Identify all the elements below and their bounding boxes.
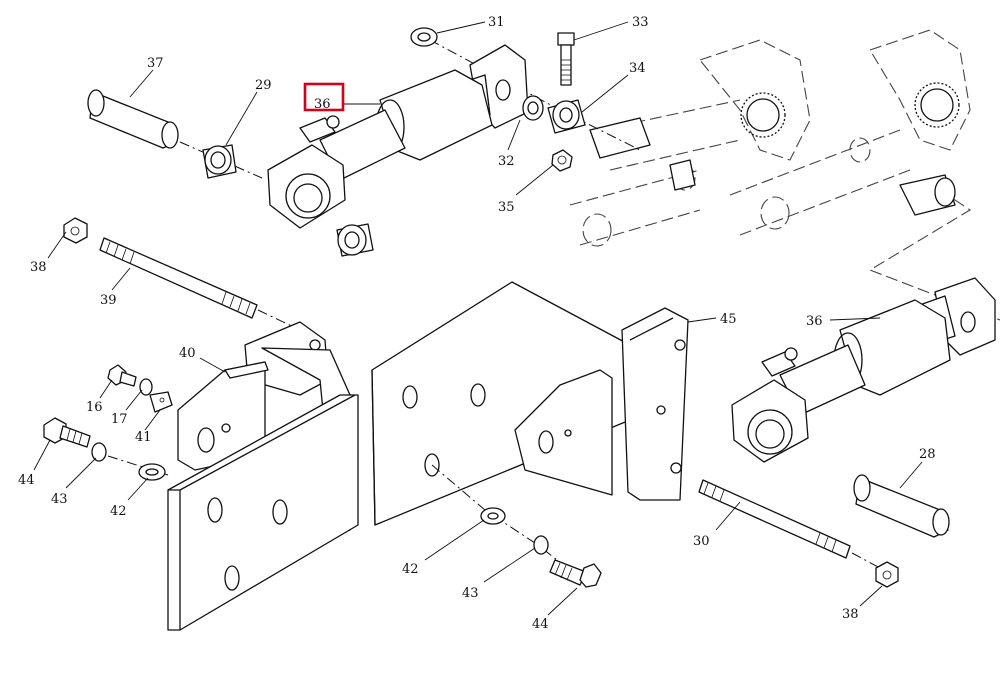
spring-washer-43-left <box>91 442 169 476</box>
label-33: 33 <box>632 15 649 30</box>
stud-39 <box>63 217 301 331</box>
label-44-center: 44 <box>532 617 549 632</box>
label-45: 45 <box>720 312 737 327</box>
clip-41 <box>149 391 173 413</box>
nut-38-lower <box>875 561 899 588</box>
label-30: 30 <box>693 534 710 549</box>
label-43-left: 43 <box>51 492 68 507</box>
bushing-lower <box>336 223 374 257</box>
washer-42-center <box>480 507 506 525</box>
label-29: 29 <box>255 78 272 93</box>
pin-37 <box>87 89 263 179</box>
washer-32 <box>522 95 544 121</box>
part-number-labels: 31 33 37 29 36 34 32 35 38 39 40 16 17 4… <box>18 15 936 632</box>
bolt-44-left <box>43 417 91 448</box>
label-32: 32 <box>498 154 515 169</box>
bushing-29 <box>202 144 237 179</box>
stud-30 <box>698 479 881 569</box>
label-39: 39 <box>100 293 117 308</box>
pin-28 <box>853 474 950 538</box>
label-16: 16 <box>86 400 103 415</box>
center-bracket <box>371 281 689 576</box>
collar-34 <box>547 99 586 134</box>
spring-washer-43-center <box>533 535 549 555</box>
label-44-left: 44 <box>18 473 35 488</box>
washer-31 <box>410 27 438 47</box>
left-bracket-40 <box>167 321 359 631</box>
label-38-upper: 38 <box>30 260 47 275</box>
label-34: 34 <box>629 61 646 76</box>
hydraulic-cylinder-upper <box>267 39 641 229</box>
hydraulic-cylinder-lower <box>731 277 996 463</box>
label-43-center: 43 <box>462 586 479 601</box>
washer-42-left <box>138 463 166 481</box>
label-31: 31 <box>488 15 505 30</box>
nut-35 <box>551 149 573 172</box>
label-38-lower: 38 <box>842 607 859 622</box>
bolt-33 <box>557 32 575 86</box>
leader-lines <box>33 21 923 616</box>
bolt-16 <box>107 364 137 387</box>
label-36-upper: 36 <box>314 97 331 112</box>
label-28: 28 <box>919 447 936 462</box>
label-42-left: 42 <box>110 504 127 519</box>
label-35: 35 <box>498 200 515 215</box>
label-36-lower: 36 <box>806 314 823 329</box>
label-42-center: 42 <box>402 562 419 577</box>
label-40: 40 <box>179 346 196 361</box>
highlight-box <box>303 82 345 112</box>
bolt-44-center <box>549 559 602 588</box>
label-37: 37 <box>147 56 164 71</box>
washer-17 <box>139 378 153 396</box>
label-41: 41 <box>135 430 152 445</box>
label-17: 17 <box>111 412 128 427</box>
